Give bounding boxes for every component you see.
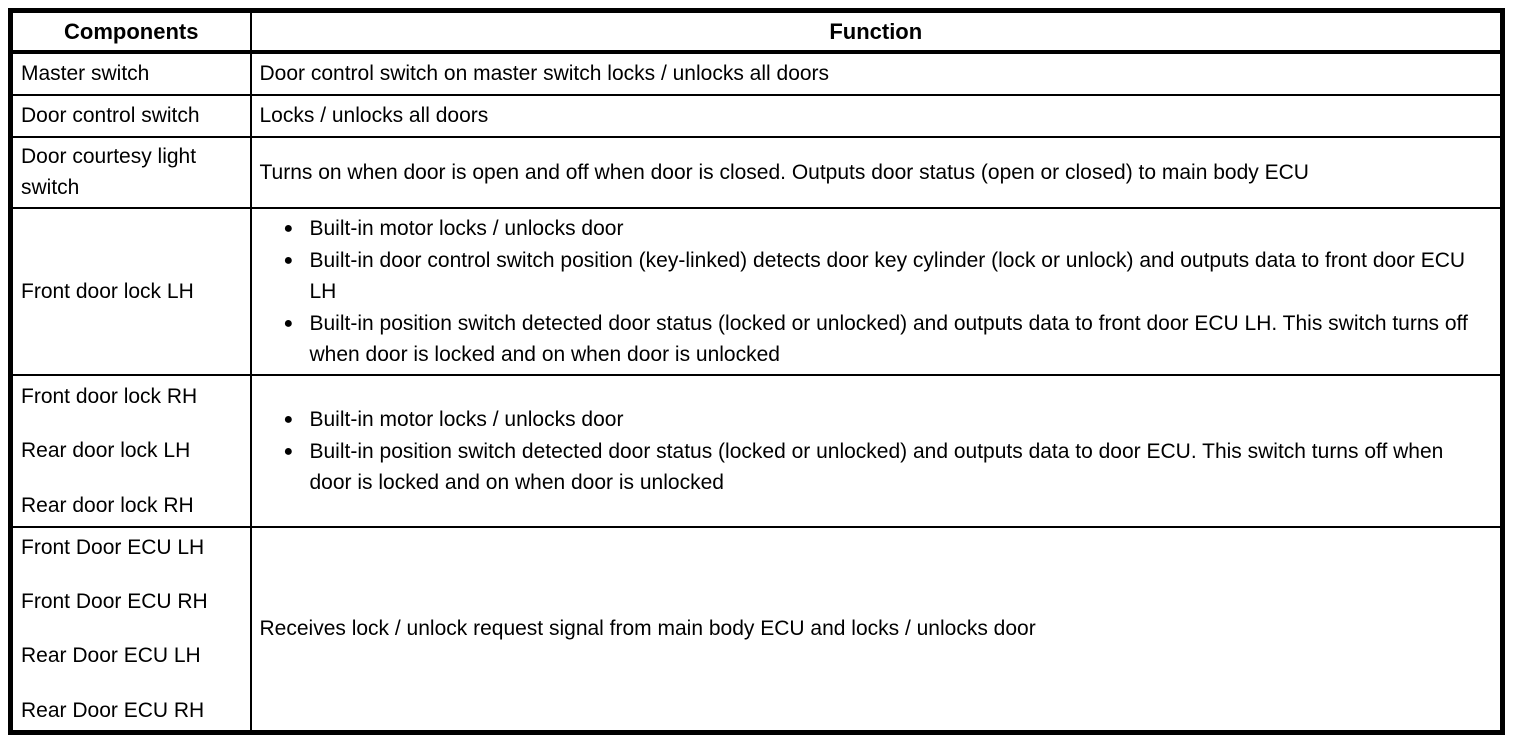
function-text: Locks / unlocks all doors — [259, 104, 489, 127]
bullet-icon: ● — [283, 314, 294, 332]
component-name: Rear door lock LH — [21, 439, 191, 462]
table-row-master-switch: Master switch Door control switch on mas… — [9, 50, 1504, 96]
component-name: Front Door ECU RH — [21, 590, 208, 614]
table-row-door-courtesy-light-switch: Door courtesy light switch Turns on when… — [9, 135, 1504, 209]
function-cell: Locks / unlocks all doors — [249, 93, 1504, 138]
component-cell: Front door lock RH Rear door lock LH Rea… — [9, 373, 252, 528]
function-bullet-list: ● Built-in motor locks / unlocks door ● … — [260, 213, 1491, 370]
function-text: Receives lock / unlock request signal fr… — [259, 617, 1036, 641]
component-name: Door courtesy light switch — [21, 145, 197, 199]
bullet-text: Built-in position switch detected door s… — [309, 311, 1468, 366]
component-name: Door control switch — [21, 104, 200, 127]
components-function-table: Components Function Master switch Door c… — [8, 8, 1505, 735]
component-name: Front door lock RH — [21, 384, 198, 408]
bullet-item: ● Built-in door control switch position … — [260, 245, 1491, 307]
table-header-row: Components Function — [9, 9, 1504, 54]
component-name: Rear Door ECU RH — [21, 698, 205, 722]
bullet-text: Built-in position switch detected door s… — [309, 439, 1444, 494]
bullet-text: Built-in motor locks / unlocks door — [309, 407, 624, 431]
component-cell: Door courtesy light switch — [9, 135, 252, 209]
function-text: Door control switch on master switch loc… — [259, 62, 830, 85]
column-header-components: Components — [9, 9, 252, 54]
bullet-text: Built-in door control switch position (k… — [309, 248, 1466, 303]
bullet-item: ● Built-in motor locks / unlocks door — [260, 213, 1491, 244]
component-name: Front door lock LH — [21, 279, 194, 303]
function-cell: ● Built-in motor locks / unlocks door ● … — [249, 373, 1504, 528]
bullet-icon: ● — [283, 219, 294, 237]
bullet-item: ● Built-in motor locks / unlocks door — [260, 404, 1491, 435]
function-cell: Turns on when door is open and off when … — [249, 135, 1504, 209]
component-cell: Front Door ECU LH Front Door ECU RH Rear… — [9, 525, 252, 734]
bullet-text: Built-in motor locks / unlocks door — [309, 216, 624, 240]
component-cell: Master switch — [9, 50, 252, 96]
component-name: Master switch — [21, 62, 150, 85]
bullet-icon: ● — [283, 442, 294, 460]
component-name-stack: Front Door ECU LH Front Door ECU RH Rear… — [21, 532, 244, 726]
component-cell: Front door lock LH — [9, 206, 252, 376]
bullet-icon: ● — [283, 251, 294, 269]
table-row-door-control-switch: Door control switch Locks / unlocks all … — [9, 93, 1504, 138]
component-name-stack: Front door lock RH Rear door lock LH Rea… — [21, 381, 244, 521]
component-name: Rear Door ECU LH — [21, 644, 201, 668]
function-bullet-list: ● Built-in motor locks / unlocks door ● … — [260, 404, 1491, 498]
column-header-function: Function — [249, 9, 1504, 54]
table-row-front-rear-door-locks: Front door lock RH Rear door lock LH Rea… — [9, 373, 1504, 528]
function-cell: ● Built-in motor locks / unlocks door ● … — [249, 206, 1504, 376]
bullet-item: ● Built-in position switch detected door… — [260, 436, 1491, 498]
function-cell: Receives lock / unlock request signal fr… — [249, 525, 1504, 734]
table-row-front-door-lock-lh: Front door lock LH ● Built-in motor lock… — [9, 206, 1504, 376]
bullet-item: ● Built-in position switch detected door… — [260, 308, 1491, 370]
table-row-door-ecus: Front Door ECU LH Front Door ECU RH Rear… — [9, 525, 1504, 734]
bullet-icon: ● — [283, 410, 294, 428]
component-name: Rear door lock RH — [21, 493, 194, 517]
function-cell: Door control switch on master switch loc… — [249, 50, 1504, 96]
component-cell: Door control switch — [9, 93, 252, 138]
component-name: Front Door ECU LH — [21, 535, 205, 559]
function-text: Turns on when door is open and off when … — [259, 160, 1309, 184]
